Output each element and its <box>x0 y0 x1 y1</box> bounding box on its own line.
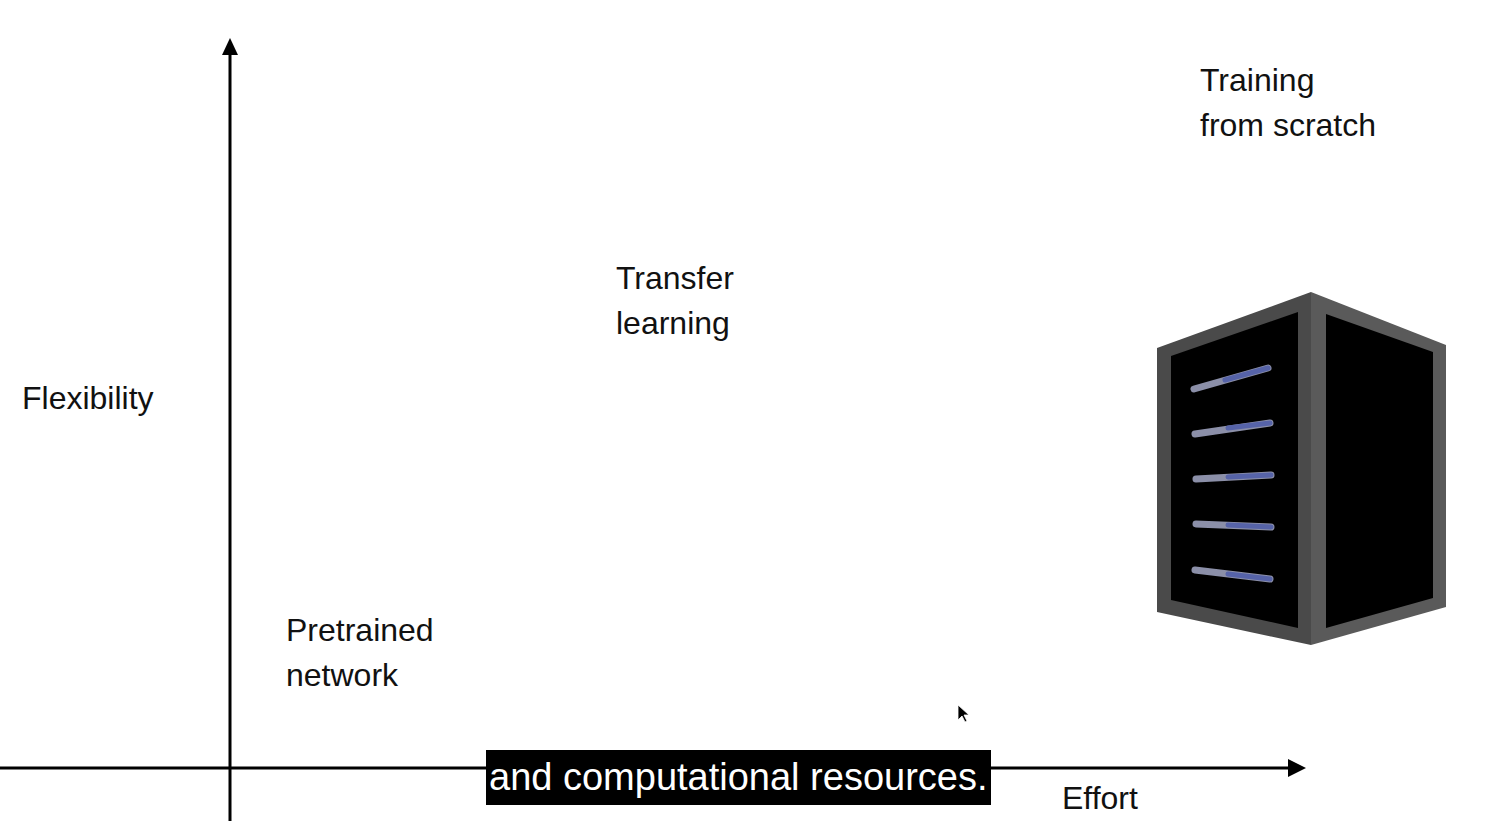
axis-title: Effort <box>1062 776 1202 821</box>
transfer-label: Transfer learning <box>616 256 751 346</box>
subtitle-box: and computational resources. <box>486 750 991 805</box>
y-axis-head <box>222 38 238 55</box>
scratch-label: Training from scratch <box>1200 58 1387 148</box>
x-axis-head <box>1288 759 1306 777</box>
server-icon <box>1157 292 1446 645</box>
pretrained-label: Pretrained network <box>286 608 446 698</box>
axis-title: Flexibility <box>22 376 212 421</box>
y-axis <box>229 50 232 821</box>
mouse-cursor <box>958 705 969 722</box>
subtitle-text: and computational resources. <box>489 756 988 798</box>
